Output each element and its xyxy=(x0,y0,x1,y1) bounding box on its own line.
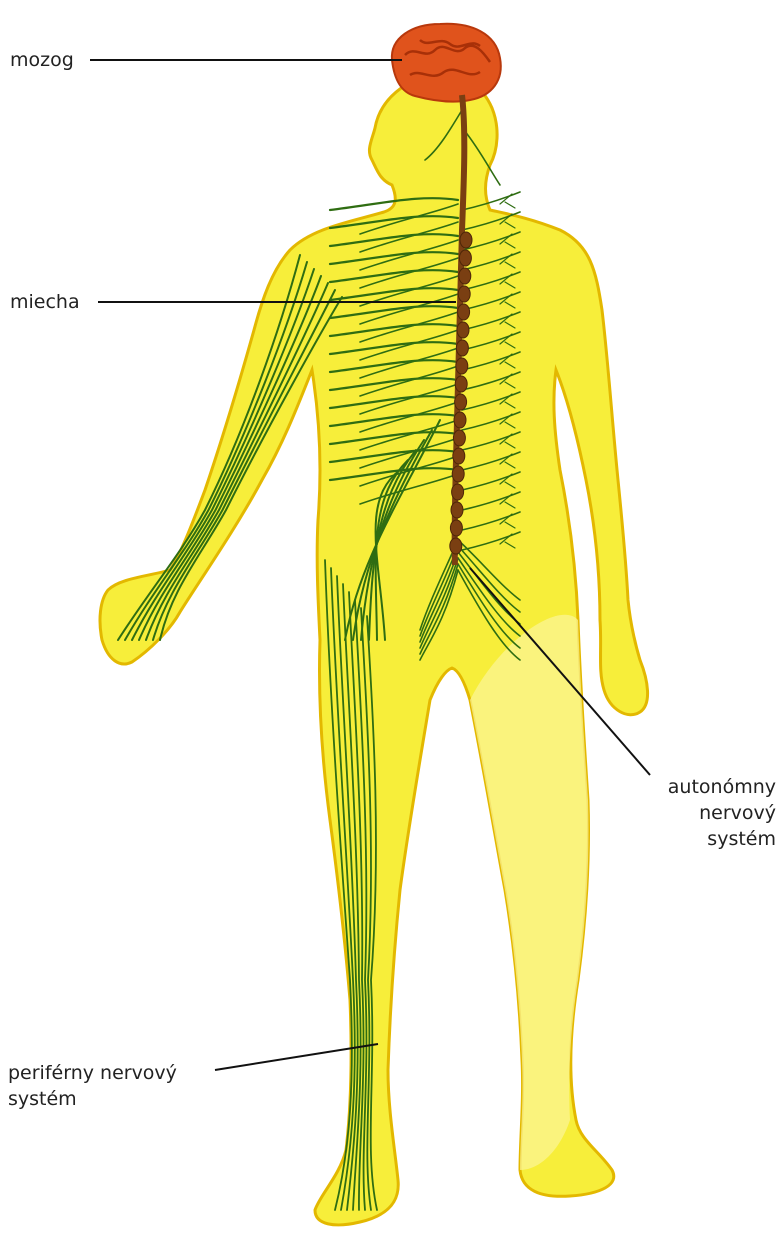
label-peripheral-line1: periférny nervový xyxy=(8,1060,177,1086)
ganglion xyxy=(459,250,471,266)
ganglion xyxy=(458,286,470,302)
ganglion xyxy=(456,358,468,374)
ganglion xyxy=(456,340,468,356)
brain xyxy=(392,24,501,102)
ganglion xyxy=(460,232,472,248)
label-spinal-cord: miecha xyxy=(10,289,80,315)
ganglion xyxy=(452,484,464,500)
label-autonomic-line2: nervový xyxy=(640,800,776,826)
ganglion xyxy=(450,520,462,536)
ganglion xyxy=(454,412,466,428)
ganglion xyxy=(457,322,469,338)
label-peripheral-line2: systém xyxy=(8,1086,77,1112)
ganglion xyxy=(455,394,467,410)
label-brain: mozog xyxy=(10,47,74,73)
ganglion xyxy=(455,376,467,392)
ganglion xyxy=(452,466,464,482)
label-autonomic-line1: autonómny xyxy=(640,774,776,800)
ganglion xyxy=(451,502,463,518)
ganglion xyxy=(453,448,465,464)
ganglion xyxy=(450,538,462,554)
ganglion xyxy=(453,430,465,446)
ganglion xyxy=(459,268,471,284)
ganglion xyxy=(458,304,470,320)
label-autonomic-line3: systém xyxy=(640,826,776,852)
